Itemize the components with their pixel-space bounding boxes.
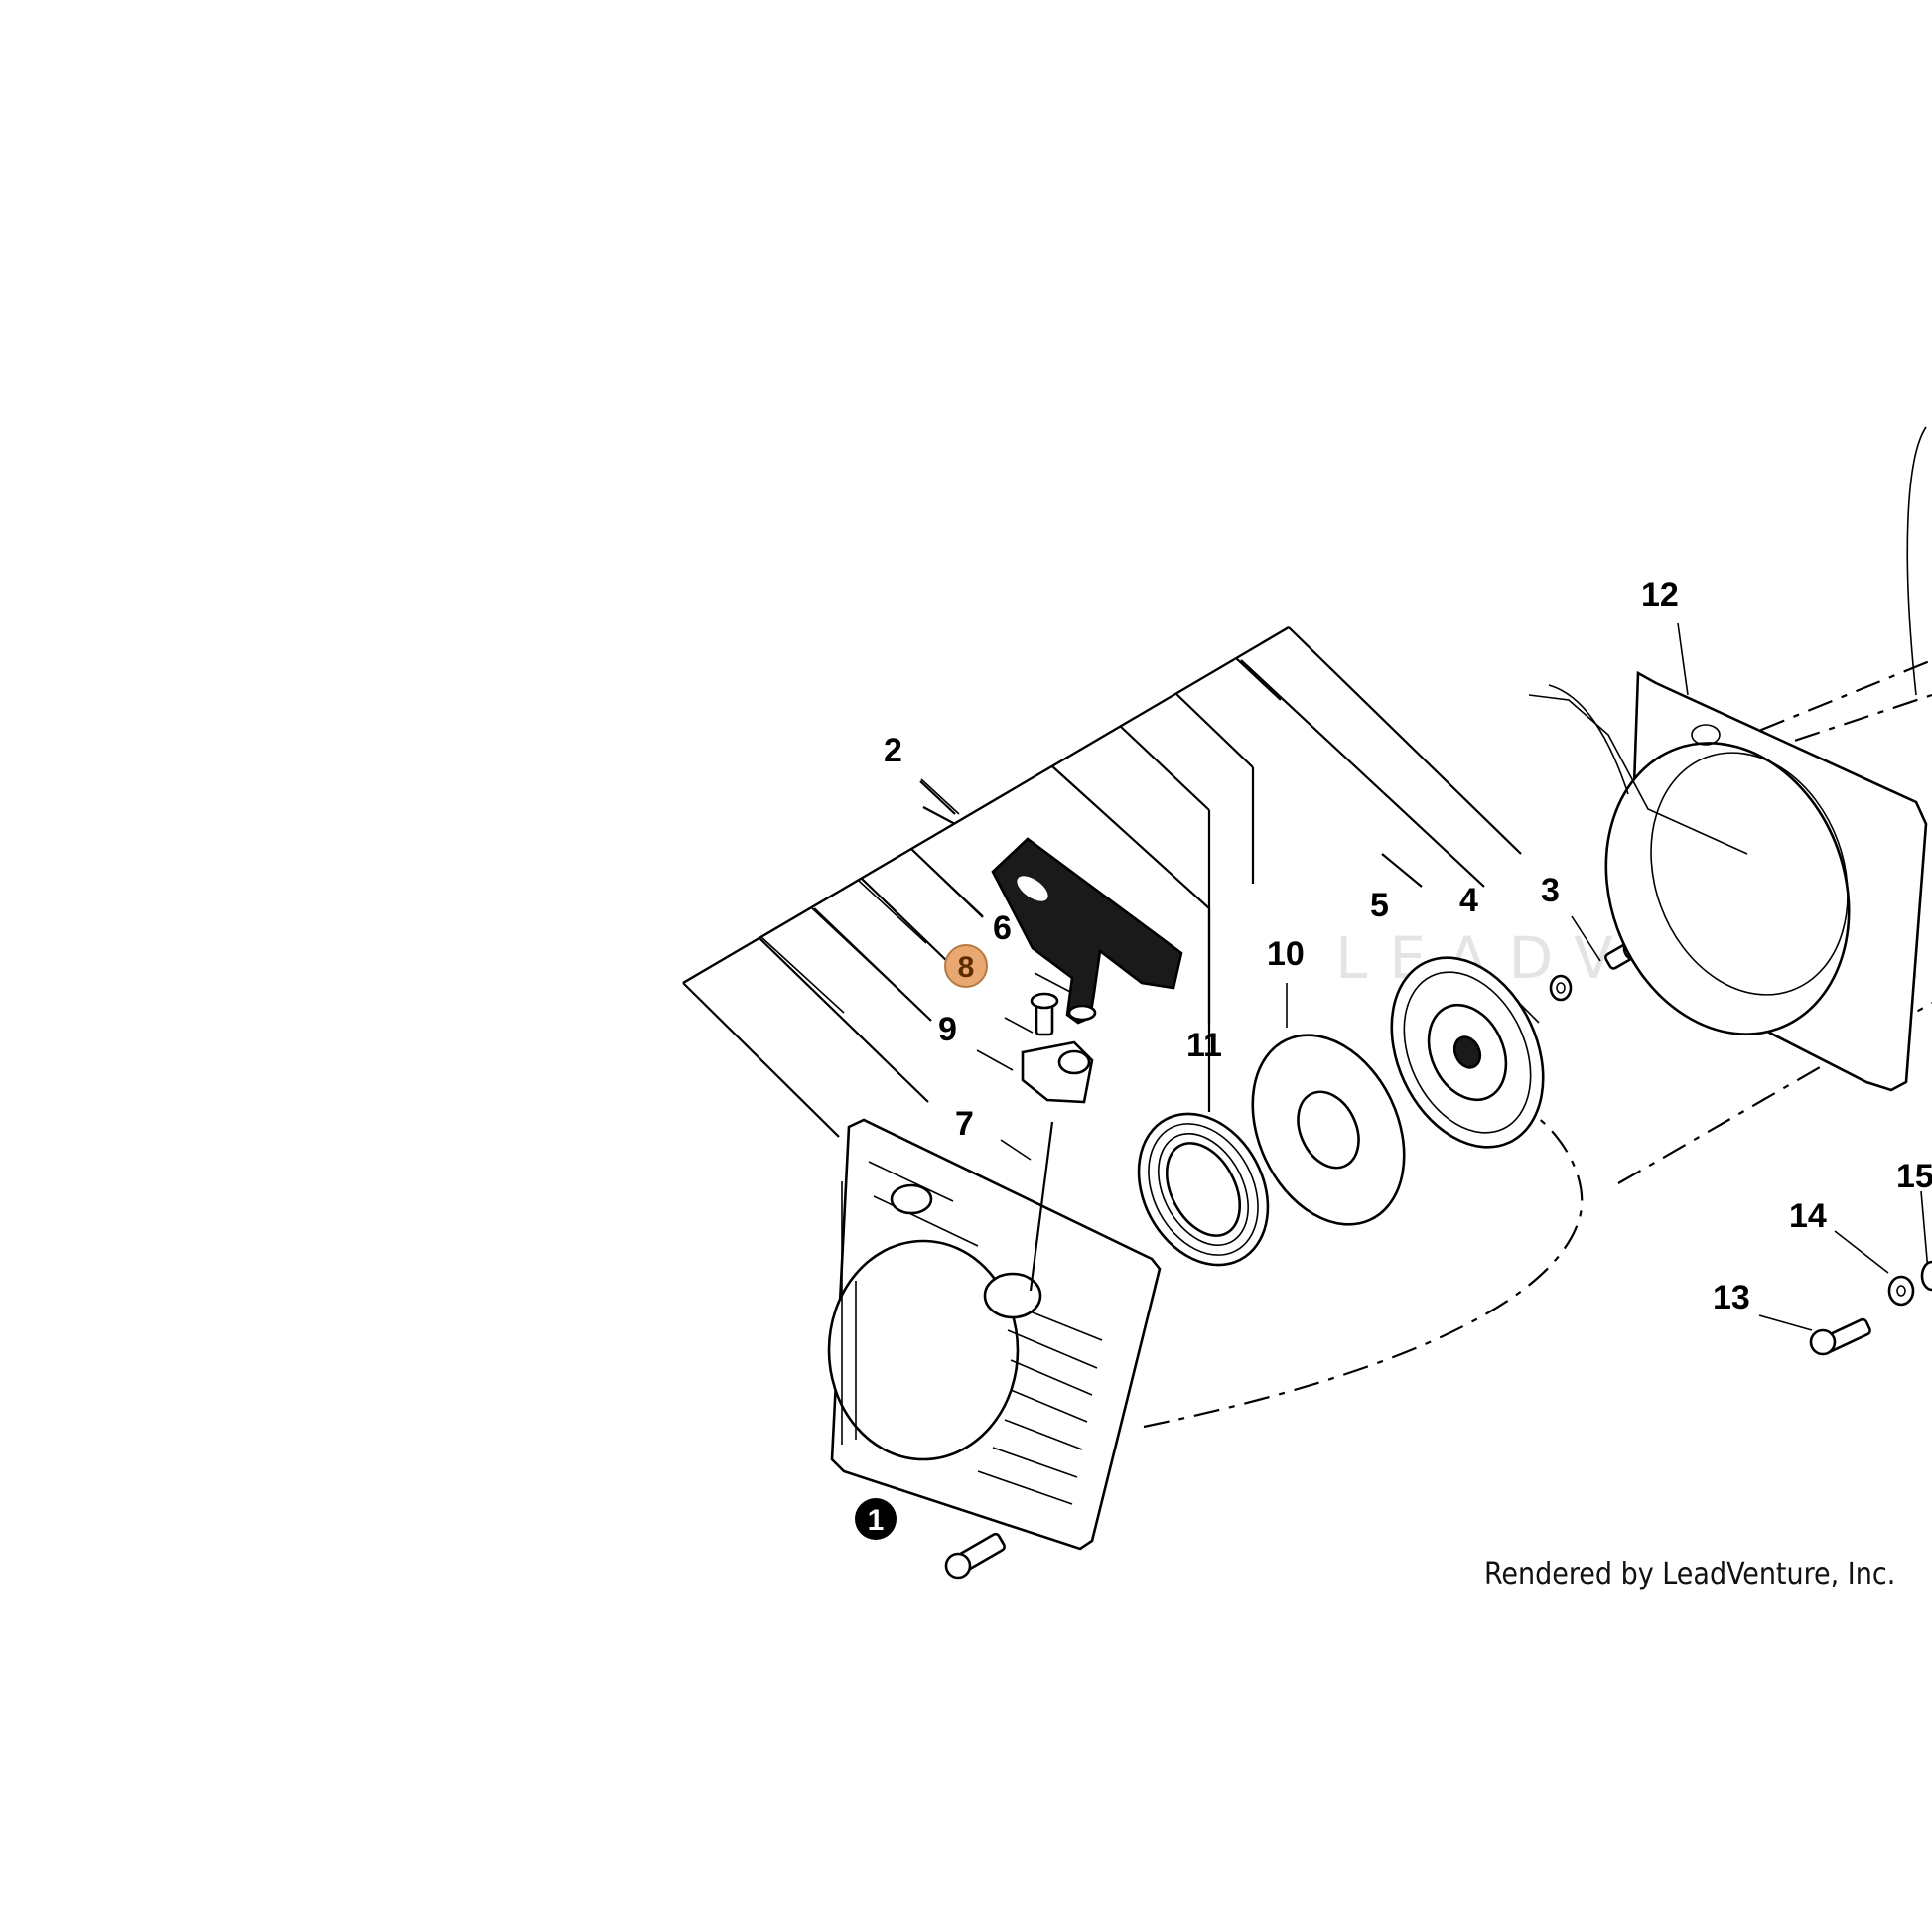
callout-7[interactable]: 7: [955, 1105, 974, 1143]
callout-9[interactable]: 9: [938, 1011, 957, 1048]
callout-2[interactable]: 2: [884, 732, 902, 769]
callout-3[interactable]: 3: [1541, 872, 1560, 909]
callout-8[interactable]: 8: [944, 944, 988, 988]
part-15-washer: [1920, 1260, 1932, 1292]
callout-6[interactable]: 6: [993, 909, 1012, 947]
callout-11[interactable]: 11: [1186, 1027, 1222, 1064]
part-5-rope-rotor: [1390, 956, 1545, 1149]
callout-1-label: 1: [868, 1504, 885, 1537]
part-12-fan-housing: [1528, 426, 1928, 1092]
part-11-rewind-spring: [1137, 1112, 1270, 1267]
callout-13[interactable]: 13: [1713, 1279, 1750, 1316]
part-8-screw: [1030, 992, 1059, 1036]
part-6-starter-grip: [991, 837, 1183, 1025]
callout-12[interactable]: 12: [1641, 576, 1679, 614]
part-4-washer: [1549, 974, 1573, 1002]
callout-1[interactable]: 1: [855, 1498, 897, 1540]
render-credit: Rendered by LeadVenture, Inc.: [1484, 1557, 1895, 1591]
part-2-bracket: [919, 780, 956, 825]
callout-10[interactable]: 10: [1267, 935, 1305, 973]
assembly-bracket-lines: [682, 626, 1522, 1138]
callout-4[interactable]: 4: [1459, 882, 1478, 919]
callout-5[interactable]: 5: [1370, 887, 1389, 924]
callout-15[interactable]: 15: [1896, 1158, 1932, 1195]
part-13-bolt: [1809, 1317, 1871, 1356]
part-14-washer: [1887, 1275, 1915, 1307]
part-10-spring-housing: [1251, 1034, 1406, 1226]
part-1-bolt: [944, 1532, 1006, 1580]
part-7-starter-cover: [827, 1118, 1162, 1551]
callout-8-label: 8: [958, 951, 975, 984]
part-9-rope-guide: [1021, 1040, 1094, 1104]
callout-14[interactable]: 14: [1789, 1197, 1827, 1235]
